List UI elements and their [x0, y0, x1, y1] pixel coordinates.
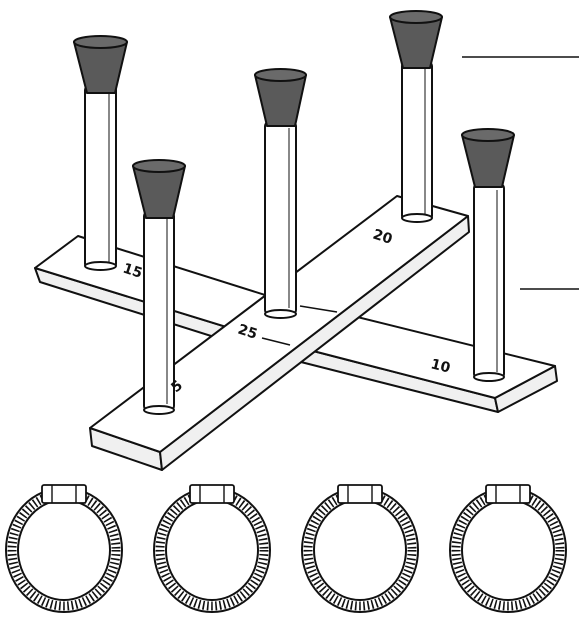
- peg-15: [73, 35, 128, 271]
- rope-ring: [153, 484, 271, 613]
- board-joint-edge-back: [299, 305, 338, 313]
- peg-20: [389, 10, 443, 223]
- peg-label-15: 15: [121, 261, 144, 282]
- rope-ring: [301, 484, 419, 613]
- peg-label-20: 20: [371, 227, 395, 248]
- rope-ring: [5, 484, 123, 613]
- peg-5: [132, 159, 186, 415]
- ring-row: [5, 484, 567, 613]
- peg-label-10: 10: [429, 356, 452, 376]
- rope-ring: [449, 484, 567, 613]
- peg-25: [254, 68, 307, 319]
- peg-label-25: 25: [236, 322, 259, 343]
- peg-10: [461, 128, 515, 382]
- board-joint-edge: [261, 337, 291, 346]
